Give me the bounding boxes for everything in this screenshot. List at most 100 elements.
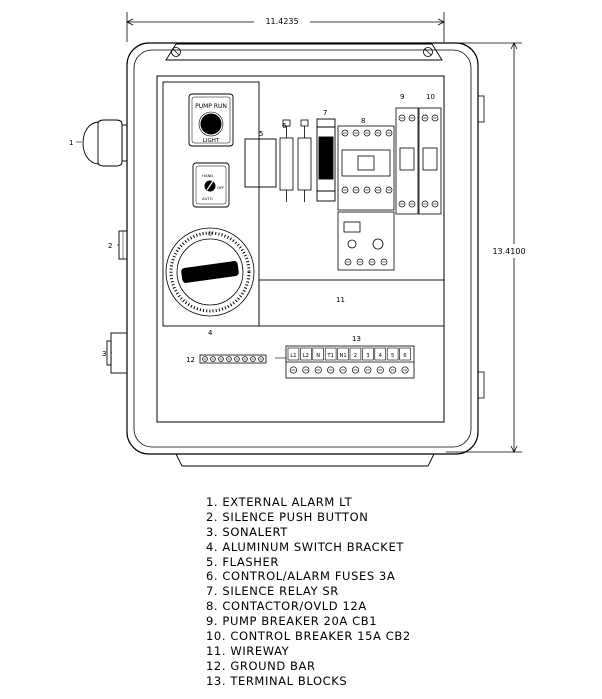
screw — [289, 366, 298, 374]
screw — [258, 356, 264, 362]
timer-zero-label: 0 — [208, 231, 212, 238]
terminal-cell — [349, 347, 362, 361]
screw — [356, 258, 364, 266]
light-label: LIGHT — [203, 138, 220, 144]
callout-5: 5 — [259, 130, 263, 138]
legend-item: 8. CONTACTOR/OVLD 12A — [206, 599, 367, 614]
callout-3: 3 — [102, 350, 106, 358]
callout-2: 2 — [108, 242, 112, 250]
legend-item: 6. CONTROL/ALARM FUSES 3A — [206, 569, 396, 584]
callout-12: 12 — [186, 356, 195, 364]
screw — [242, 356, 248, 362]
terminal-label: N — [316, 353, 320, 359]
callout-10: 10 — [426, 93, 435, 101]
hand-label: HAND — [202, 173, 213, 178]
ground-bar-screws — [202, 356, 264, 362]
screw — [339, 366, 347, 374]
silence-relay — [316, 118, 336, 202]
screw — [376, 366, 384, 374]
width-label: 11.4235 — [265, 17, 298, 26]
screw — [363, 186, 371, 194]
fuse-holders — [279, 119, 312, 202]
terminal-cell — [312, 347, 324, 361]
screw — [385, 186, 393, 194]
legend-item: 3. SONALERT — [206, 524, 288, 539]
contactor-overload — [337, 125, 395, 271]
legend-item: 12. GROUND BAR — [206, 658, 316, 673]
screw — [408, 200, 416, 208]
callout-11: 11 — [336, 296, 345, 304]
pump-run-label: PUMP RUN — [195, 103, 227, 110]
screw — [421, 200, 429, 208]
callout-6: 6 — [282, 122, 287, 130]
terminal-cell — [399, 347, 411, 361]
pump-run-light — [188, 93, 234, 147]
screw — [351, 366, 360, 374]
screw — [374, 129, 382, 137]
screw — [421, 114, 429, 122]
screw — [314, 366, 322, 374]
terminal-label: 2 — [354, 353, 357, 359]
callout-numbers: 1 2 3 4 5 6 7 8 9 10 11 12 13 — [69, 93, 435, 364]
screw — [408, 114, 416, 122]
external-alarm-light — [82, 119, 128, 167]
screw — [368, 258, 376, 266]
callout-1: 1 — [69, 139, 73, 147]
enclosure — [126, 42, 485, 467]
screw — [364, 366, 372, 374]
screw — [234, 356, 240, 362]
terminal-label: L1 — [290, 353, 296, 359]
terminal-label: 5 — [391, 353, 394, 359]
sonalert — [106, 332, 128, 374]
height-label: 13.4100 — [492, 247, 525, 256]
flasher — [244, 138, 277, 188]
legend-item: 2. SILENCE PUSH BUTTON — [206, 509, 369, 524]
screw — [385, 129, 393, 137]
hoa-switch — [192, 162, 230, 208]
screw — [327, 366, 335, 374]
callout-8: 8 — [361, 117, 365, 125]
timer-dial — [165, 227, 255, 317]
screw — [431, 114, 439, 122]
terminal-cell — [386, 347, 399, 361]
screw — [431, 200, 439, 208]
screw — [226, 356, 232, 362]
terminal-label: N1 — [339, 353, 346, 359]
legend-item: 13. TERMINAL BLOCKS — [206, 673, 348, 688]
terminal-cell — [374, 347, 386, 361]
ground-bar — [199, 354, 267, 364]
terminal-blocks — [285, 345, 415, 379]
screw — [341, 186, 349, 194]
off-label: OFF — [217, 185, 224, 190]
legend-item: 5. FLASHER — [206, 554, 279, 569]
screw — [380, 258, 388, 266]
screw — [401, 366, 409, 374]
terminal-cell — [324, 347, 337, 361]
screw — [374, 186, 382, 194]
callout-7: 7 — [323, 109, 327, 117]
terminal-cell — [287, 347, 300, 361]
control-breaker — [418, 107, 442, 215]
terminal-cell — [337, 347, 349, 361]
panel-diagram: 11.4235 13.4100 — [69, 12, 526, 467]
pump-breaker — [395, 107, 419, 215]
legend-item: 4. ALUMINUM SWITCH BRACKET — [206, 539, 404, 554]
terminal-cell — [300, 347, 312, 361]
screw — [344, 258, 352, 266]
legend-item: 1. EXTERNAL ALARM LT — [206, 495, 353, 509]
screw — [250, 356, 256, 362]
terminal-label: 3 — [366, 353, 369, 359]
screw — [398, 200, 406, 208]
screw — [341, 129, 349, 137]
terminal-cell — [362, 347, 374, 361]
legend-item: 11. WIREWAY — [206, 643, 290, 658]
terminal-label: L2 — [303, 353, 309, 359]
parts-legend: 1. EXTERNAL ALARM LT 2. SILENCE PUSH BUT… — [206, 495, 411, 689]
screw — [210, 356, 216, 362]
terminal-label: 6 — [403, 353, 406, 359]
screw — [218, 356, 224, 362]
leader-lines — [111, 244, 286, 359]
screw — [389, 366, 397, 374]
silence-push-button — [118, 230, 128, 260]
